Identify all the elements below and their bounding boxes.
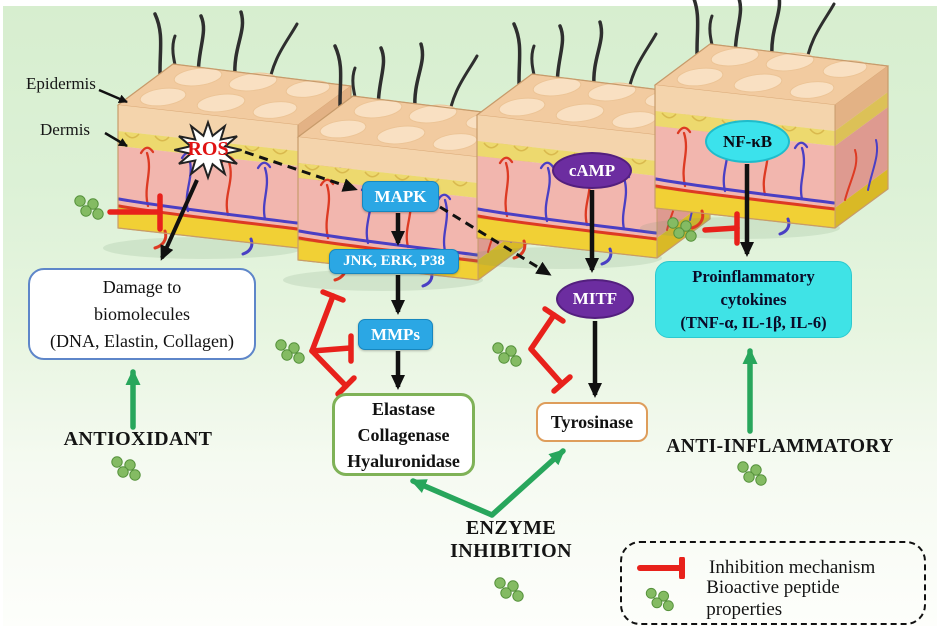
- node-mitf: MITF: [556, 279, 634, 319]
- bioactive-peptide-icon: [645, 587, 674, 611]
- enzymes-line-1: Elastase: [372, 398, 435, 419]
- enzymes-line-2: Collagenase: [357, 424, 450, 445]
- tyrosinase-box: Tyrosinase: [536, 402, 648, 442]
- damage-biomolecules-box: Damage to biomolecules (DNA, Elastin, Co…: [28, 268, 256, 360]
- cytokines-line-2: cytokines: [720, 290, 787, 309]
- dermis-label: Dermis: [40, 120, 91, 139]
- legend-row-inhibition: Inhibition mechanism: [636, 552, 910, 583]
- node-mmps: MMPs: [358, 319, 433, 350]
- legend-box: Inhibition mechanism Bioactive peptide p…: [620, 541, 926, 625]
- ros-label: ROS: [187, 138, 229, 160]
- enzyme-inhibition-label: ENZYME INHIBITION: [425, 517, 597, 563]
- antioxidant-label: ANTIOXIDANT: [63, 428, 213, 450]
- legend-row-peptides: Bioactive peptide properties: [636, 577, 910, 620]
- anti-inflammatory-label: ANTI-INFLAMMATORY: [666, 436, 894, 457]
- enzymes-line-3: Hyaluronidase: [347, 450, 460, 471]
- damage-line-1: Damage to: [102, 276, 182, 297]
- epidermis-label: Epidermis: [26, 74, 96, 93]
- node-camp: cAMP: [552, 152, 632, 189]
- node-jnk-erk-p38: JNK, ERK, P38: [329, 249, 459, 274]
- enzyme-inhibition-line-1: ENZYME: [465, 517, 557, 539]
- node-nfkb: NF-κB: [705, 120, 790, 163]
- node-mapk: MAPK: [362, 181, 439, 212]
- enzyme-inhibition-line-2: INHIBITION: [450, 540, 572, 562]
- enzymes-box: Elastase Collagenase Hyaluronidase: [332, 393, 475, 476]
- cytokines-line-1: Proinflammatory: [692, 267, 815, 286]
- legend-peptides-label: Bioactive peptide properties: [706, 576, 840, 620]
- cytokines-line-3: (TNF-α, IL-1β, IL-6): [680, 313, 827, 332]
- damage-line-2: biomolecules: [94, 303, 190, 324]
- proinflammatory-cytokines-box: Proinflammatory cytokines (TNF-α, IL-1β,…: [655, 261, 852, 338]
- inhibition-tbar-icon: [637, 556, 685, 579]
- damage-line-3: (DNA, Elastin, Collagen): [50, 330, 234, 351]
- legend-inhibition-label: Inhibition mechanism: [709, 556, 876, 578]
